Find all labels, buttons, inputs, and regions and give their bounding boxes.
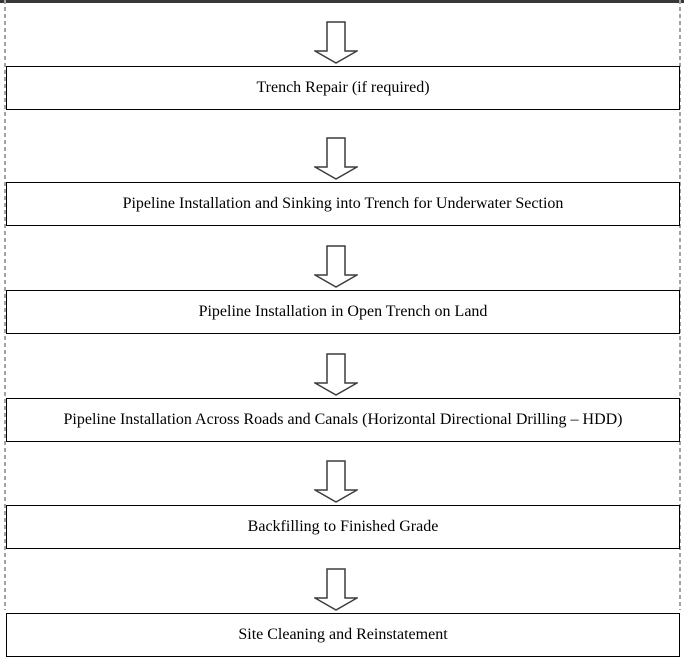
flow-step-label: Site Cleaning and Reinstatement <box>238 626 448 643</box>
flow-step-label: Trench Repair (if required) <box>256 79 430 96</box>
down-arrow-icon <box>314 21 358 64</box>
flow-step-box: Trench Repair (if required) <box>6 66 680 110</box>
flow-step-box: Backfilling to Finished Grade <box>6 505 680 549</box>
flow-step-label: Pipeline Installation Across Roads and C… <box>63 411 623 428</box>
flow-step-box: Pipeline Installation in Open Trench on … <box>6 290 680 334</box>
down-arrow-icon <box>314 460 358 503</box>
canvas-right-dashed-border <box>679 0 681 610</box>
flow-step-box: Pipeline Installation and Sinking into T… <box>6 182 680 226</box>
flow-step-label: Backfilling to Finished Grade <box>247 518 439 535</box>
canvas-left-dashed-border <box>4 0 6 610</box>
down-arrow-icon <box>314 353 358 396</box>
flow-step-label: Pipeline Installation and Sinking into T… <box>122 195 564 212</box>
canvas-top-border <box>0 0 684 3</box>
down-arrow-icon <box>314 137 358 180</box>
down-arrow-icon <box>314 245 358 288</box>
flow-step-box: Site Cleaning and Reinstatement <box>6 613 680 657</box>
down-arrow-icon <box>314 568 358 611</box>
flow-step-box: Pipeline Installation Across Roads and C… <box>6 398 680 442</box>
flow-step-label: Pipeline Installation in Open Trench on … <box>198 303 488 320</box>
